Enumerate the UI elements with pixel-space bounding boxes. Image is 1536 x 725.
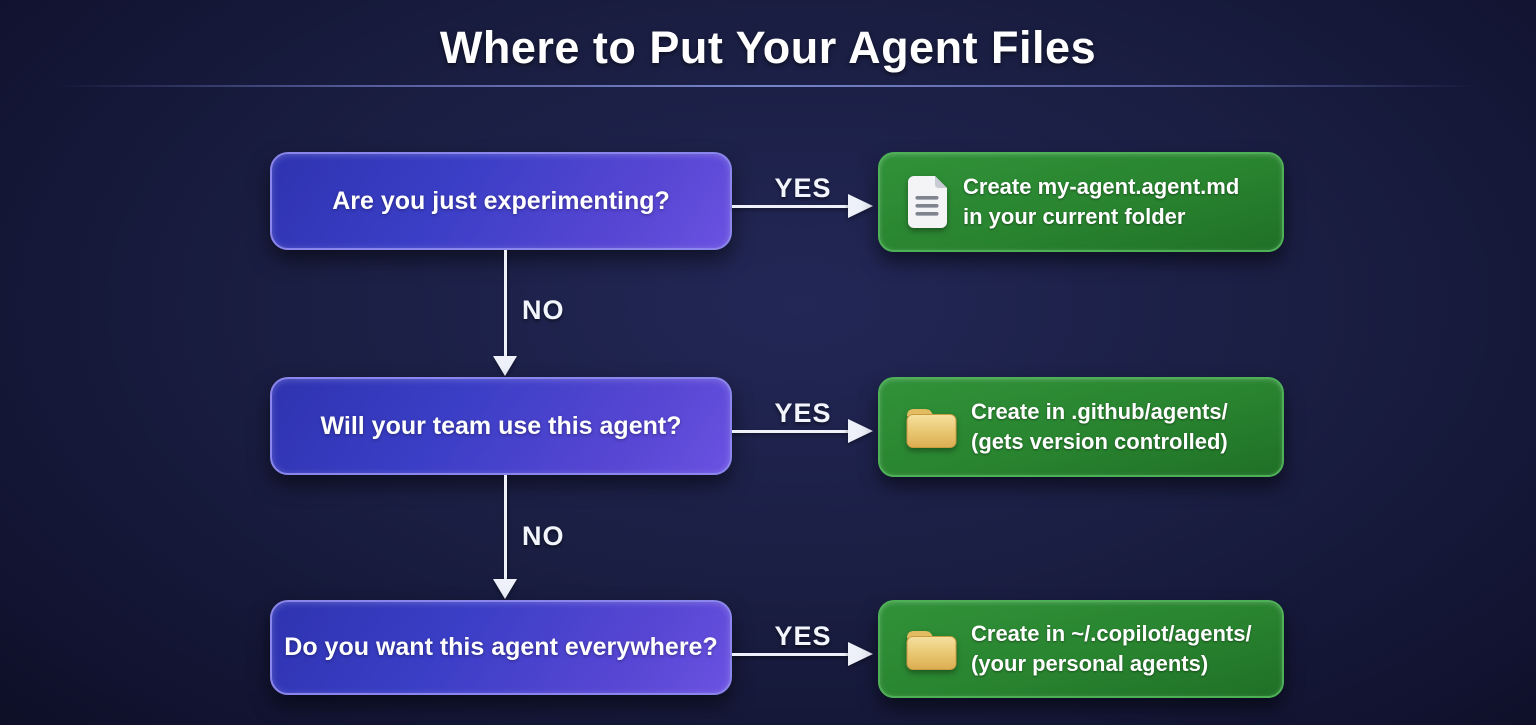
yes-arrow-label: YES: [774, 621, 832, 651]
arrow-line-right-icon: [732, 205, 848, 208]
result-line-1: Create in ~/.copilot/agents/: [971, 621, 1252, 646]
result-box-current-folder: Create my-agent.agent.md in your current…: [878, 152, 1284, 252]
yes-arrow-label: YES: [774, 173, 832, 203]
document-icon: [904, 175, 950, 229]
result-line-2: (your personal agents): [971, 651, 1209, 676]
no-arrow-down-icon: [504, 475, 507, 580]
result-line-2: in your current folder: [963, 204, 1186, 229]
result-text: Create in ~/.copilot/agents/ (your perso…: [971, 619, 1252, 679]
yes-arrow-1: YES: [732, 174, 874, 208]
question-text: Do you want this agent everywhere?: [284, 633, 718, 661]
question-box-agent-everywhere: Do you want this agent everywhere?: [270, 600, 732, 695]
yes-arrow-2: YES: [732, 399, 874, 433]
question-box-experimenting: Are you just experimenting?: [270, 152, 732, 250]
result-box-copilot-agents: Create in ~/.copilot/agents/ (your perso…: [878, 600, 1284, 698]
result-text: Create my-agent.agent.md in your current…: [963, 172, 1239, 232]
folder-icon: [904, 627, 958, 671]
question-text: Are you just experimenting?: [332, 186, 670, 215]
folder-icon: [904, 405, 958, 449]
arrow-line-right-icon: [732, 430, 848, 433]
yes-arrow-label: YES: [774, 398, 832, 428]
question-text: Will your team use this agent?: [320, 411, 682, 440]
title-underline: [55, 85, 1481, 87]
question-box-team-use: Will your team use this agent?: [270, 377, 732, 475]
result-line-2: (gets version controlled): [971, 429, 1228, 454]
result-line-1: Create my-agent.agent.md: [963, 174, 1240, 199]
page-title: Where to Put Your Agent Files: [439, 22, 1097, 73]
no-arrow-label: NO: [522, 521, 565, 551]
no-arrow-label: NO: [522, 295, 565, 325]
arrow-line-right-icon: [732, 653, 848, 656]
result-line-1: Create in .github/agents/: [971, 399, 1228, 424]
result-text: Create in .github/agents/ (gets version …: [971, 397, 1228, 457]
yes-arrow-3: YES: [732, 622, 874, 656]
no-arrow-down-icon: [504, 250, 507, 357]
result-box-github-agents: Create in .github/agents/ (gets version …: [878, 377, 1284, 477]
